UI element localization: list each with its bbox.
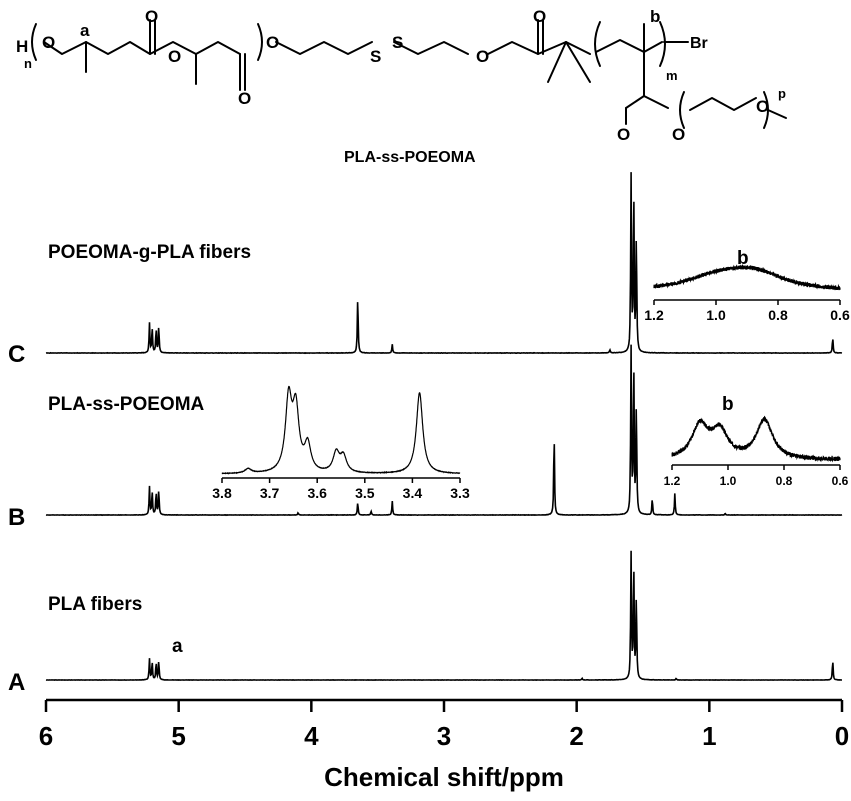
- inset-spectrum: [671, 415, 841, 463]
- atom-h: H: [16, 37, 28, 56]
- inset-annotation: b: [737, 248, 749, 269]
- peak-annotation: a: [172, 636, 183, 657]
- x-tick-label: 0: [835, 721, 849, 751]
- inset-tick-label: 0.6: [830, 307, 850, 323]
- inset-tick-label: 0.6: [832, 474, 849, 488]
- inset-spectrum: [653, 264, 841, 291]
- label-p: p: [778, 86, 786, 101]
- inset-tick-label: 0.8: [768, 307, 788, 323]
- atom-s2: S: [392, 33, 403, 52]
- x-tick-label: 1: [702, 721, 716, 751]
- peg-end: [767, 109, 787, 119]
- inset-spectrum: [221, 385, 461, 475]
- inset-inset: 1.2 1.0 0.8 0.6 b: [644, 248, 850, 323]
- atom-o10: O: [756, 97, 769, 116]
- spectrum-a: A PLA fibers a: [8, 550, 842, 696]
- atom-o9: O: [672, 125, 685, 144]
- dimethyl-2: [565, 41, 591, 83]
- inset-tick-label: 0.8: [776, 474, 793, 488]
- inset-inset: 3.8 3.7 3.6 3.5 3.4 3.3: [212, 385, 470, 501]
- inset-tick-label: 3.4: [403, 485, 423, 501]
- chemical-structure: [31, 19, 787, 129]
- label-a: a: [80, 21, 90, 40]
- atom-s1: S: [370, 47, 381, 66]
- inset-tick-label: 1.2: [664, 474, 681, 488]
- x-tick-label: 4: [304, 721, 319, 751]
- inset-tick-label: 3.7: [260, 485, 280, 501]
- atom-o7: O: [533, 7, 546, 26]
- bracket-p-left: [679, 91, 685, 129]
- x-axis: 6 5 4 3 2 1 0 Chemical shift/ppm: [39, 698, 849, 792]
- atom-o2: O: [145, 7, 158, 26]
- ester-side: [625, 95, 669, 109]
- bracket-m-left: [594, 21, 601, 67]
- atom-o5: O: [266, 33, 279, 52]
- inset-tick-label: 1.2: [644, 307, 664, 323]
- bracket-n-left: [31, 23, 37, 61]
- atom-o4: O: [238, 89, 251, 108]
- linker: [275, 41, 373, 55]
- inset-tick-label: 3.8: [212, 485, 232, 501]
- inset-tick-label: 1.0: [720, 474, 737, 488]
- backbone-m: [595, 39, 663, 53]
- atom-o3: O: [168, 47, 181, 66]
- bracket-m-right: [659, 21, 666, 67]
- atom-o8: O: [617, 125, 630, 144]
- inset-tick-label: 3.5: [355, 485, 375, 501]
- spectrum-line: [45, 172, 843, 355]
- x-tick-label: 5: [171, 721, 185, 751]
- spectrum-label: PLA fibers: [48, 594, 142, 615]
- inset-inset_b: 1.2 1.0 0.8 0.6 b: [664, 394, 849, 488]
- spectra-group: A PLA fibers a B PLA-ss-POEOMA C POEOMA-g-PLA …: [8, 172, 850, 696]
- inset-tick-label: 3.3: [450, 485, 470, 501]
- atom-n: n: [24, 56, 32, 71]
- peg: [689, 97, 757, 111]
- spectrum-c: C POEOMA-g-PLA fibers: [8, 172, 843, 368]
- structure-name: PLA-ss-POEOMA: [344, 149, 476, 166]
- atom-o6: O: [476, 47, 489, 66]
- label-m: m: [666, 68, 678, 83]
- inset-tick-label: 1.0: [706, 307, 726, 323]
- x-tick-label: 6: [39, 721, 53, 751]
- spectrum-letter: A: [8, 669, 25, 696]
- x-ticks: 6 5 4 3 2 1 0: [39, 700, 849, 751]
- spectrum-letter: B: [8, 504, 25, 531]
- linker2: [393, 41, 469, 55]
- x-tick-label: 2: [569, 721, 583, 751]
- spectrum-b: B PLA-ss-POEOMA: [8, 344, 843, 531]
- spectrum-label: PLA-ss-POEOMA: [48, 394, 205, 415]
- inset-annotation: b: [722, 394, 734, 415]
- dimethyl-1: [547, 41, 567, 83]
- label-b-structure: b: [650, 7, 660, 26]
- spectrum-line: [45, 550, 842, 681]
- spectrum-letter: C: [8, 341, 25, 368]
- x-axis-label: Chemical shift/ppm: [324, 762, 564, 792]
- spectrum-line: [45, 344, 843, 517]
- x-tick-label: 3: [437, 721, 451, 751]
- spectrum-label: POEOMA-g-PLA fibers: [48, 242, 251, 263]
- inset-tick-label: 3.6: [307, 485, 327, 501]
- bracket-n-right: [257, 23, 263, 61]
- atom-o1: O: [42, 33, 55, 52]
- structure-labels: H n O a O O O O S S O O b Br m O O O p P…: [16, 7, 786, 166]
- chain-left: [43, 41, 241, 55]
- atom-br: Br: [690, 35, 708, 52]
